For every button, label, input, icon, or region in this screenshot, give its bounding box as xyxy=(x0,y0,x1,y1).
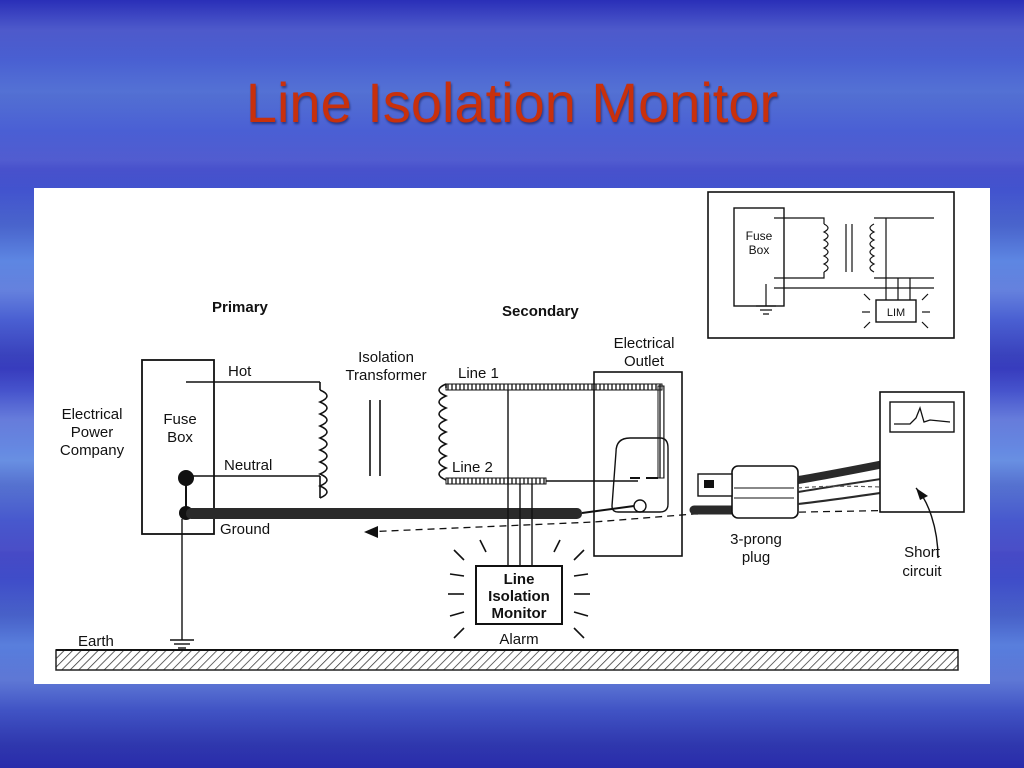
inset-lim-box xyxy=(875,299,917,323)
ground-bar xyxy=(186,508,582,519)
line2-wire xyxy=(445,477,547,485)
outlet-label-2: Outlet xyxy=(624,353,665,370)
hot-label: Hot xyxy=(228,363,252,380)
secondary-label: Secondary xyxy=(502,303,579,320)
diagram-panel: Earth Fuse Box Electrical Power Company … xyxy=(34,188,990,684)
short-circuit-label-2: circuit xyxy=(902,563,942,580)
transformer-label-2: Transformer xyxy=(345,367,426,384)
inset-fuse-label-1: Fuse xyxy=(746,229,773,243)
power-company-label-3: Company xyxy=(60,442,125,459)
line1-wire xyxy=(445,383,663,391)
lim-monitor xyxy=(475,565,563,625)
outlet-label-1: Electrical xyxy=(614,335,675,352)
alarm-label: Alarm xyxy=(499,631,538,648)
power-company-label-1: Electrical xyxy=(62,406,123,423)
electrical-outlet xyxy=(593,371,683,557)
earth-label: Earth xyxy=(78,633,114,650)
lim-label-3: Monitor xyxy=(492,605,547,622)
power-company-label-2: Power xyxy=(71,424,114,441)
fuse-box xyxy=(141,359,215,535)
inset-diagram xyxy=(707,191,955,339)
slide-title: Line Isolation Monitor xyxy=(245,71,779,134)
ground-label: Ground xyxy=(220,521,270,538)
neutral-label: Neutral xyxy=(224,457,272,474)
three-prong-plug xyxy=(731,465,799,519)
primary-coil xyxy=(317,389,328,499)
line1-label: Line 1 xyxy=(458,365,499,382)
transformer-label-1: Isolation xyxy=(358,349,414,366)
lim-label-1: Line xyxy=(504,571,535,588)
alarm-rays xyxy=(448,539,590,639)
primary-label: Primary xyxy=(212,299,269,316)
inset-lim-label: LIM xyxy=(887,307,905,319)
plug-label-1: 3-prong xyxy=(730,531,782,548)
lim-label-2: Isolation xyxy=(488,588,550,605)
earth-strip xyxy=(55,649,959,671)
fuse-box-label-2: Box xyxy=(167,429,193,446)
short-circuit-label-1: Short xyxy=(904,544,941,561)
fuse-box-label-1: Fuse xyxy=(163,411,196,428)
secondary-coil xyxy=(438,383,449,481)
line2-label: Line 2 xyxy=(452,459,493,476)
line-isolation-diagram: Earth Fuse Box Electrical Power Company … xyxy=(55,191,965,671)
plug-label-2: plug xyxy=(742,549,770,566)
inset-fuse-label-2: Box xyxy=(749,243,770,257)
